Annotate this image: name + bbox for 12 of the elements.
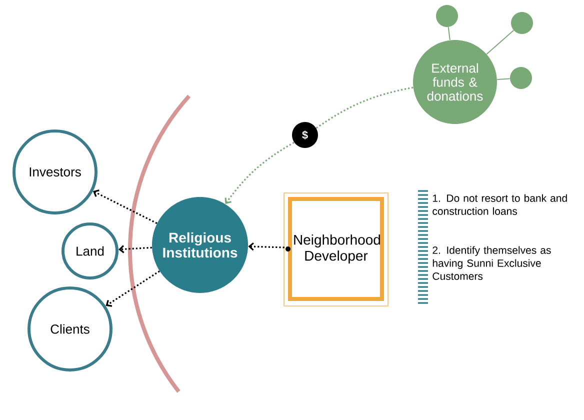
note-text: 2. Identify themselves as having Sunni Exclusive Customers: [432, 246, 551, 280]
note-text: 1. Do not resort to bank and construction loans: [432, 194, 567, 215]
arrow: [248, 242, 288, 251]
small-circle: [511, 12, 533, 34]
arrow: [106, 270, 160, 307]
arrow: [92, 190, 158, 224]
arrow: [224, 142, 294, 204]
small-circle: [510, 67, 532, 89]
small-circle: [436, 5, 458, 27]
dollar-badge: $: [292, 122, 318, 148]
arrow: [118, 245, 152, 254]
developer-box: Neighborhood Developer: [284, 192, 388, 306]
